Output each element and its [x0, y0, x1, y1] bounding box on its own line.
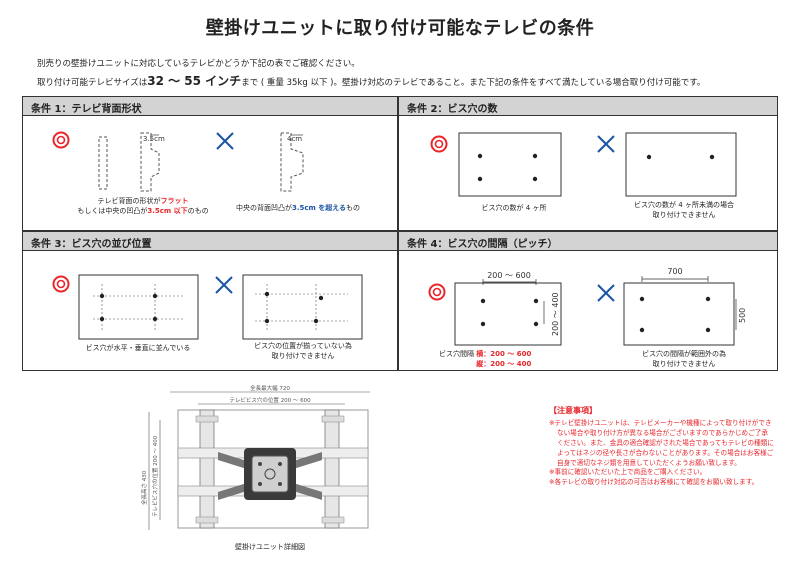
flat-back-profile	[98, 136, 108, 190]
condition-4-panel: 条件 4：ビス穴の間隔（ピッチ） 200 〜 600 200 〜 400 700…	[398, 231, 778, 371]
condition-2-heading: 条件 2：ビス穴の数	[399, 97, 777, 116]
intro-text-rest: まで ( 重量 35kg 以下 )。壁掛け対応のテレビであること。また下記の条件…	[241, 78, 706, 88]
condition-1-panel: 条件 1：テレビ背面形状 3.5cm 4cm テレビ背面の形状がフラット もしく…	[22, 96, 398, 231]
condition-2-illustration	[430, 132, 737, 197]
note-item: ※各テレビの取り付け対応の可否はお客様にて確認をお願い致します。	[549, 478, 759, 487]
condition-3-illustration	[52, 274, 363, 340]
condition-2-ng-caption: ビス穴の数が 4 ヶ所未満の場合 取り付けできません	[609, 200, 759, 220]
condition-3-ng-caption: ビス穴の位置が揃っていない為 取り付けできません	[228, 341, 378, 361]
tv-back-invalid-pitch	[623, 282, 735, 346]
ng-mark-icon	[597, 135, 615, 153]
unit-diagram-caption: 壁掛けユニット詳細図	[235, 542, 305, 551]
tv-back-2-holes	[625, 132, 737, 197]
page-title: 壁掛けユニットに取り付け可能なテレビの条件	[205, 18, 595, 39]
dim-label-bad: 4cm	[287, 135, 302, 143]
ok-mark-icon	[52, 131, 70, 149]
caption-highlight: 縦：200 〜 400	[476, 360, 532, 369]
caption-highlight: 3.5cm 以下	[147, 207, 188, 216]
caption-text: ビス穴の位置が揃っていない為	[254, 342, 352, 350]
condition-3-panel: 条件 3：ビス穴の並び位置 ビス穴が水平・垂直に並んでいる ビス穴の位置が揃って…	[22, 231, 398, 371]
caption-text: 中央の背面凹凸が	[235, 204, 292, 212]
caption-text: ビス穴の数が 4 ヶ所未満の場合	[634, 201, 734, 209]
caption-text: 取り付けできません	[652, 360, 716, 369]
overall-height-label: 全長高さ 430	[140, 470, 148, 505]
unit-center-mount	[244, 448, 296, 500]
pitch-h-label: 200 〜 600	[487, 271, 531, 280]
intro-line-1: 別売りの壁掛けユニットに対応しているテレビかどうか下記の表でご確認ください。	[37, 59, 360, 69]
caption-text: ビス穴の間隔が範囲外の為	[642, 350, 726, 358]
tv-back-aligned	[78, 274, 199, 340]
caption-text: もしくは中央の凹凸が	[77, 207, 148, 216]
condition-1-heading: 条件 1：テレビ背面形状	[23, 97, 397, 116]
condition-3-heading: 条件 3：ビス穴の並び位置	[23, 232, 397, 251]
condition-4-heading: 条件 4：ビス穴の間隔（ピッチ）	[399, 232, 777, 251]
overall-width-label: 全長最大幅 720	[250, 384, 290, 392]
notes-heading: 【注意事項】	[549, 406, 597, 415]
caption-text: 取り付けできません	[271, 352, 335, 361]
tv-back-valid-pitch	[454, 282, 562, 346]
dim-label-good: 3.5cm	[143, 135, 165, 143]
caption-text: ビス穴間隔	[439, 350, 474, 358]
tv-pitch-h-label: テレビビス穴の位置 200 〜 600	[229, 396, 311, 404]
stepped-back-profile	[140, 132, 160, 192]
ok-mark-icon	[52, 275, 70, 293]
condition-3-ok-caption: ビス穴が水平・垂直に並んでいる	[85, 344, 191, 352]
note-item: ※テレビ壁掛けユニットは、テレビメーカーや機種によって取り付けができない場合や取…	[549, 419, 774, 467]
condition-4-illustration: 200 〜 600 200 〜 400 700 500	[428, 267, 747, 346]
caption-highlight: 3.5cm を超える	[291, 204, 347, 212]
tv-back-4-holes	[458, 132, 562, 197]
bad-pitch-h-label: 700	[667, 267, 682, 276]
caption-text: テレビ背面の形状が	[97, 197, 161, 205]
notes-box: 【注意事項】 ※テレビ壁掛けユニットは、テレビメーカーや機種によって取り付けがで…	[549, 405, 774, 488]
condition-1-ng-caption: 中央の背面凹凸が3.5cm を超えるもの	[213, 203, 383, 213]
caption-text: 取り付けできません	[652, 211, 716, 220]
tv-pitch-v-label: テレビビス穴の位置 200 〜 400	[151, 435, 159, 517]
condition-4-ng-caption: ビス穴の間隔が範囲外の為 取り付けできません	[609, 349, 759, 369]
unit-arms	[218, 452, 322, 500]
ng-mark-icon	[215, 276, 233, 294]
tv-back-misaligned	[242, 274, 363, 340]
bad-pitch-v-label: 500	[738, 308, 747, 323]
condition-4-ok-caption: ビス穴間隔 横：200 〜 600 ビス穴間隔 縦：200 〜 400	[439, 349, 579, 369]
condition-2-panel: 条件 2：ビス穴の数 ビス穴の数が 4 ヶ所 ビス穴の数が 4 ヶ所未満の場合 …	[398, 96, 778, 231]
ok-mark-icon	[428, 283, 446, 301]
pitch-v-label: 200 〜 400	[551, 292, 560, 336]
intro-line-2: 取り付け可能テレビサイズは32 〜 55 インチまで ( 重量 35kg 以下 …	[37, 72, 705, 89]
caption-text: のもの	[187, 207, 209, 216]
ng-mark-icon	[597, 284, 615, 302]
note-item: ※事前に確認いただいた上で商品をご購入ください。	[549, 468, 707, 477]
intro-text: 取り付け可能テレビサイズは	[37, 78, 148, 88]
condition-1-illustration: 3.5cm 4cm	[52, 131, 304, 192]
caption-highlight: 横：200 〜 600	[476, 350, 532, 358]
condition-1-ok-caption: テレビ背面の形状がフラット もしくは中央の凹凸が3.5cm 以下のもの	[73, 196, 213, 216]
condition-2-ok-caption: ビス穴の数が 4 ヶ所	[481, 204, 547, 212]
size-range: 32 〜 55 インチ	[147, 74, 242, 88]
caption-highlight: フラット	[160, 197, 189, 205]
deep-back-profile	[280, 132, 304, 192]
ok-mark-icon	[430, 135, 448, 153]
ng-mark-icon	[216, 132, 234, 150]
caption-text: もの	[346, 204, 361, 212]
